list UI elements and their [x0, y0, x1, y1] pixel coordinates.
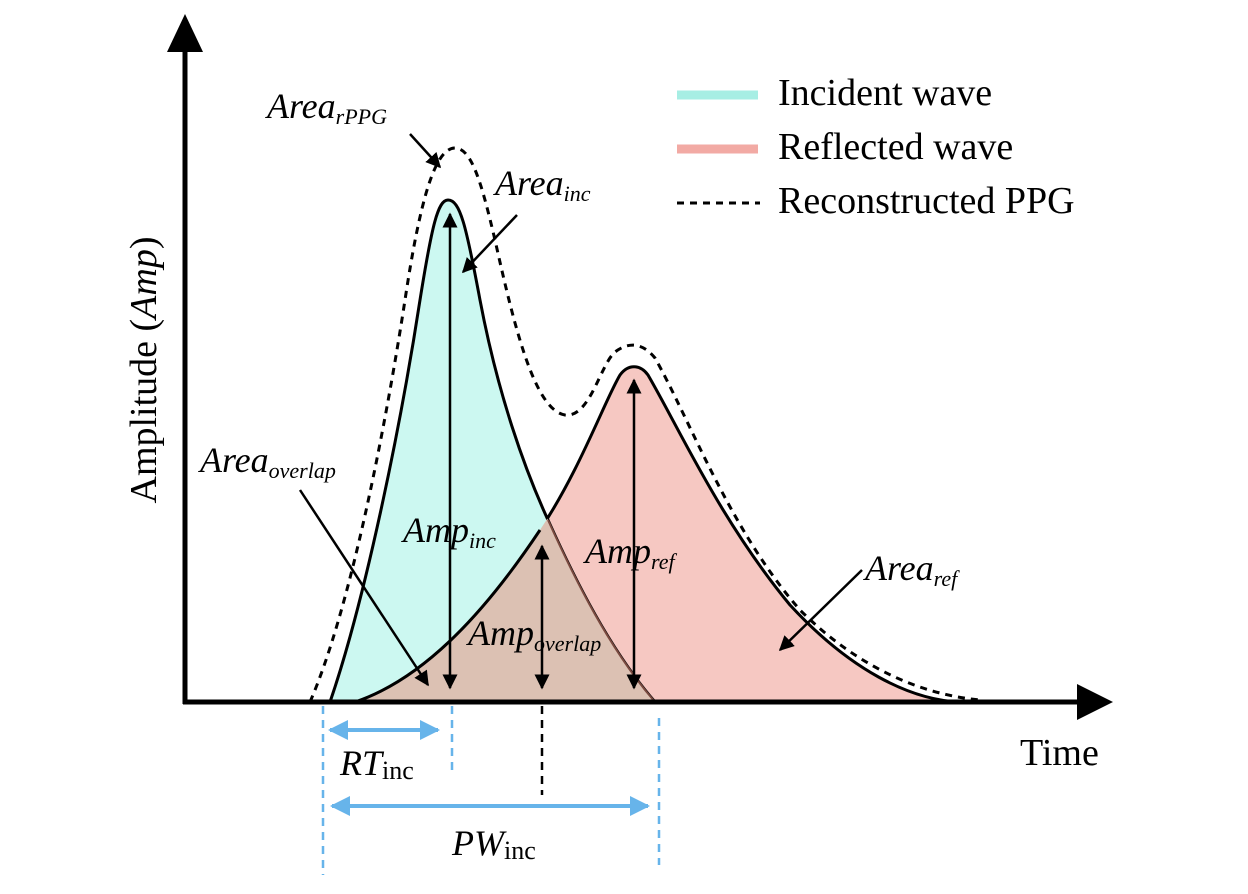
x-axis-label: Time	[1020, 732, 1099, 774]
legend-incident-label: Incident wave	[778, 72, 992, 114]
x-axis-arrowhead	[1077, 684, 1113, 720]
rt-inc-label: RTinc	[339, 743, 414, 785]
area-rppg-pointer	[409, 133, 442, 169]
legend-reflected-label: Reflected wave	[778, 126, 1013, 168]
amp-inc-label: Ampinc	[401, 510, 496, 553]
area-inc-label: Areainc	[493, 163, 591, 206]
area-ref-label: Arearef	[863, 548, 960, 591]
area-ref-pointer	[778, 569, 863, 652]
amp-ref-label: Ampref	[583, 531, 678, 574]
area-overlap-pointer	[298, 489, 430, 687]
amp-overlap-label: Ampoverlap	[466, 613, 601, 656]
reconstructed-ppg-curve	[308, 146, 981, 703]
overlap-area	[355, 366, 655, 702]
y-axis-label: Amplitude (Amp)	[123, 236, 165, 503]
area-inc-pointer	[461, 214, 518, 274]
pw-inc-label: PWinc	[451, 823, 536, 865]
legend: Incident wave Reflected wave Reconstruct…	[677, 72, 1075, 222]
y-axis-arrowhead	[167, 14, 203, 52]
area-rppg-label: ArearPPG	[265, 86, 387, 129]
area-overlap-label: Areaoverlap	[198, 440, 336, 483]
legend-reconstructed-label: Reconstructed PPG	[778, 180, 1075, 222]
